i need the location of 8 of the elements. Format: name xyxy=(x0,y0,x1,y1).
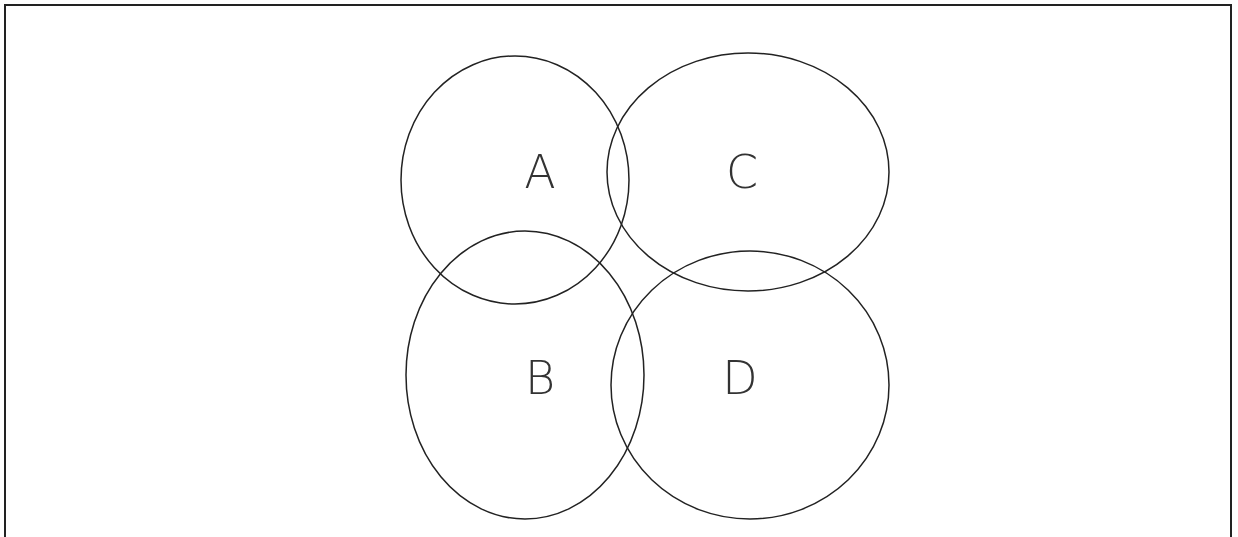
set-ellipse xyxy=(405,230,645,520)
set-ellipse xyxy=(400,55,630,305)
set-label: C xyxy=(725,149,759,195)
set-ellipse xyxy=(606,52,890,292)
set-ellipse xyxy=(610,250,890,520)
set-label: B xyxy=(524,355,556,401)
set-label: A xyxy=(524,149,556,195)
set-label: D xyxy=(722,355,758,401)
